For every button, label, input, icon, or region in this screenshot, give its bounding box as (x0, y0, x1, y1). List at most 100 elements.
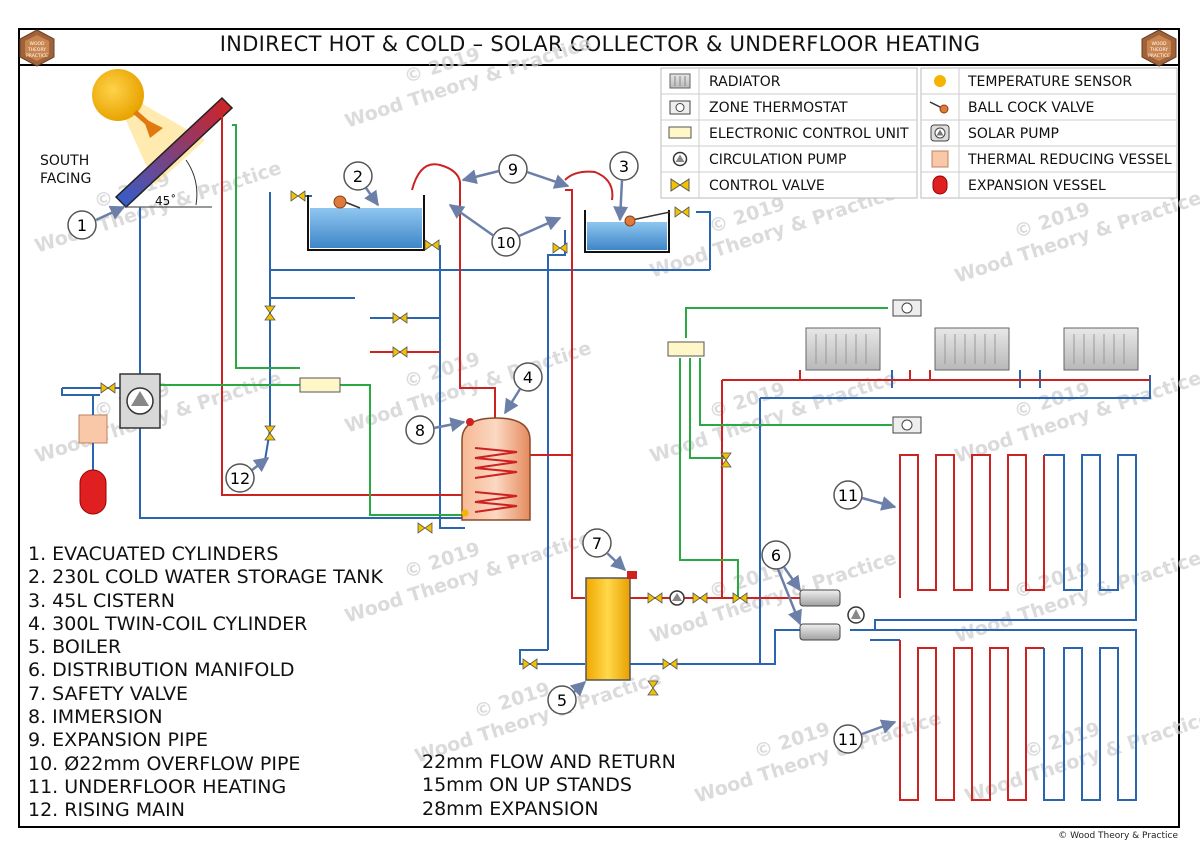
pipe-size-list: 22mm FLOW AND RETURN 15mm ON UP STANDS 2… (422, 751, 676, 821)
pipe-size-item: 15mm ON UP STANDS (422, 774, 632, 797)
ball-cock-valve-icon (929, 101, 949, 114)
component-list: 1. EVACUATED CYLINDERS 2. 230L COLD WATE… (28, 543, 383, 823)
legend-label: CIRCULATION PUMP (709, 152, 846, 168)
svg-text:2: 2 (353, 167, 363, 186)
solar-collector (114, 96, 234, 209)
legend-label: BALL COCK VALVE (968, 100, 1094, 116)
distribution-manifold (799, 589, 865, 641)
radiator (934, 327, 1010, 371)
legend-label: TEMPERATURE SENSOR (967, 74, 1132, 90)
list-item: 10. Ø22mm OVERFLOW PIPE (28, 752, 301, 775)
solar-pipes (160, 124, 892, 598)
callout-3: 3 (609, 151, 639, 222)
svg-text:11: 11 (838, 486, 858, 505)
callout-5: 5 (547, 680, 587, 715)
copyright: © Wood Theory & Practice (1058, 831, 1178, 841)
legend-label: ELECTRONIC CONTROL UNIT (709, 126, 909, 142)
callout-2: 2 (343, 161, 380, 207)
pipe-size-item: 28mm EXPANSION (422, 797, 599, 820)
solar-pump (119, 373, 161, 429)
list-item: 2. 230L COLD WATER STORAGE TANK (28, 566, 383, 589)
cold-water-storage-tank (307, 195, 425, 251)
callout-12: 12 (225, 457, 270, 493)
svg-text:6: 6 (771, 546, 781, 565)
page-title: INDIRECT HOT & COLD – SOLAR COLLECTOR & … (219, 32, 981, 56)
list-item: 12. RISING MAIN (28, 799, 185, 822)
pipe-size-item: 22mm FLOW AND RETURN (422, 751, 676, 773)
underfloor-loop-upper (899, 454, 1137, 621)
logo-text: PRACTICE (1148, 53, 1170, 59)
legend-label: RADIATOR (709, 74, 781, 90)
callout-7: 7 (582, 528, 627, 572)
callout-4: 4 (503, 362, 543, 415)
cistern (584, 210, 671, 253)
control-valves (100, 190, 748, 696)
ecu-solar (299, 377, 341, 393)
svg-text:4: 4 (523, 368, 533, 387)
south-facing-label: SOUTH (40, 153, 89, 169)
list-item: 8. IMMERSION (28, 706, 163, 729)
svg-text:5: 5 (557, 691, 567, 710)
legend-label: EXPANSION VESSEL (968, 178, 1106, 194)
radiator-icon (669, 73, 691, 89)
south-facing-label: FACING (40, 171, 91, 187)
thermal-reducing-vessel-icon (931, 150, 949, 168)
logo-left: WOOD THEORY PRACTICE (19, 29, 55, 67)
legend-label: THERMAL REDUCING VESSEL (967, 152, 1172, 168)
circulation-pump (669, 590, 685, 606)
radiator (1063, 327, 1139, 371)
list-item: 11. UNDERFLOOR HEATING (28, 775, 287, 798)
logo-text: PRACTICE (26, 53, 48, 59)
control-valve-icon (670, 178, 690, 192)
svg-text:12: 12 (230, 469, 250, 488)
svg-text:7: 7 (592, 534, 602, 553)
list-item: 5. BOILER (28, 636, 122, 659)
expansion-vessel (79, 469, 107, 515)
cold-pipes (61, 192, 1151, 665)
list-item: 6. DISTRIBUTION MANIFOLD (28, 659, 295, 682)
ecu-icon (668, 126, 692, 139)
callout-8: 8 (405, 415, 466, 445)
callout-10: 10 (448, 203, 562, 257)
list-item: 3. 45L CISTERN (28, 589, 175, 612)
thermal-reducing-vessel (78, 395, 108, 470)
temperature-sensor-icon (934, 75, 946, 87)
svg-text:1: 1 (77, 216, 87, 235)
list-item: 1. EVACUATED CYLINDERS (28, 543, 279, 565)
logo-text: THEORY (27, 47, 46, 53)
legend-label: SOLAR PUMP (968, 126, 1059, 142)
underfloor-loop-lower (870, 629, 1137, 801)
svg-text:11: 11 (838, 730, 858, 749)
callout-11: 11 (833, 719, 897, 754)
callout-11: 11 (833, 480, 897, 511)
angle-label: 45˚ (155, 193, 176, 208)
list-item: 7. SAFETY VALVE (28, 682, 189, 705)
logo-right: WOOD THEORY PRACTICE (1141, 29, 1177, 67)
legend-label: ZONE THERMOSTAT (709, 100, 848, 116)
svg-text:3: 3 (619, 157, 629, 176)
sun-icon (92, 69, 205, 185)
callout-6: 6 (761, 540, 802, 626)
logo-text: WOOD (30, 41, 46, 47)
expansion-vessel-icon (932, 175, 948, 195)
radiator (805, 327, 881, 371)
logo-text: WOOD (1152, 41, 1168, 47)
ecu-heating (667, 341, 705, 357)
list-item: 9. EXPANSION PIPE (28, 729, 209, 752)
svg-text:9: 9 (508, 160, 518, 179)
callouts: 1 2 3 4 5 6 7 8 9 10 11 11 12 (67, 151, 897, 754)
zone-thermostat-icon (669, 100, 691, 115)
callout-9: 9 (461, 154, 570, 189)
title-divider (18, 64, 1180, 66)
solar-pump-icon (930, 124, 950, 142)
twin-coil-cylinder (461, 417, 531, 521)
svg-text:8: 8 (415, 421, 425, 440)
circulation-pump-icon (672, 151, 688, 167)
angle-arc (185, 159, 198, 206)
list-item: 4. 300L TWIN-COIL CYLINDER (28, 612, 308, 635)
callout-1: 1 (67, 205, 126, 240)
svg-text:10: 10 (496, 234, 515, 252)
legend: RADIATOR ZONE THERMOSTAT ELECTRONIC CONT… (660, 67, 1178, 199)
logo-text: THEORY (1149, 47, 1168, 53)
